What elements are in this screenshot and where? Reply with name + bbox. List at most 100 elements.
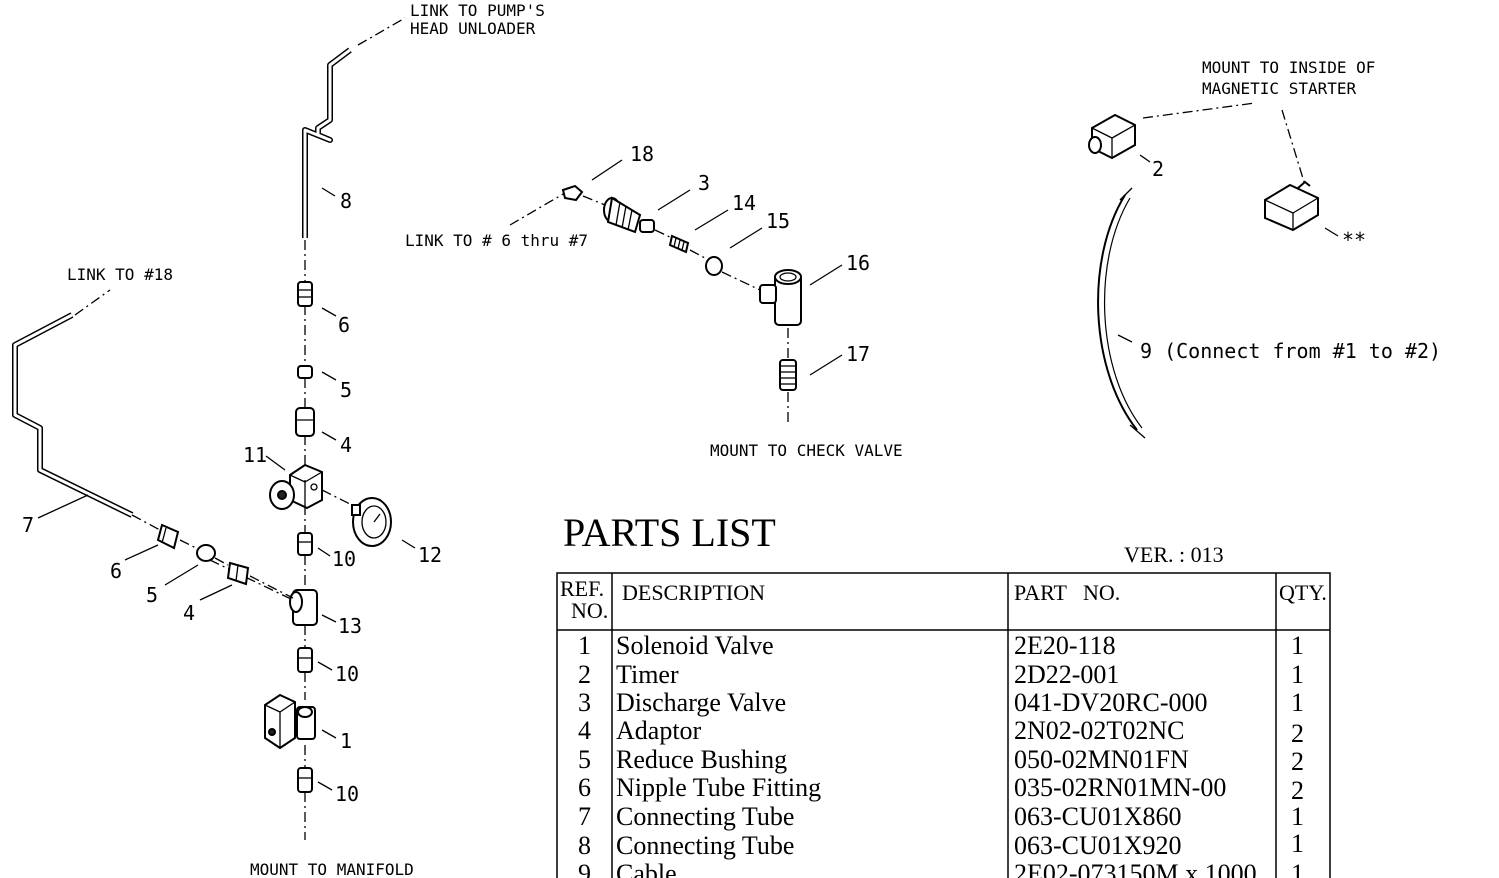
row-qty: 1	[1291, 859, 1304, 878]
fitting-15	[705, 256, 723, 276]
table-row: 8 Connecting Tube 063-CU01X920 1	[578, 829, 1304, 860]
table-row: 3 Discharge Valve 041-DV20RC-000 1	[578, 688, 1304, 717]
tee-13	[209, 559, 318, 626]
callout-4: 4	[340, 433, 352, 457]
callout-6: 6	[110, 559, 122, 583]
row-ref: 1	[578, 631, 591, 660]
right-assembly	[1088, 102, 1339, 439]
note-cable: 9 (Connect from #1 to #2)	[1140, 339, 1441, 363]
middle-assembly	[509, 159, 843, 425]
parts-list-title: PARTS LIST	[563, 510, 776, 555]
row-description: Connecting Tube	[616, 802, 794, 831]
callout-5: 5	[146, 583, 158, 607]
callout-10: 10	[335, 782, 359, 806]
callout-10: 10	[332, 547, 356, 571]
gauge-12	[351, 497, 392, 547]
regulator-11	[269, 463, 323, 510]
fitting-10-c	[297, 767, 313, 793]
note-magnetic-starter-2: MAGNETIC STARTER	[1202, 79, 1356, 98]
discharge-valve-3	[603, 196, 655, 234]
callout-10: 10	[335, 662, 359, 686]
callout-3: 3	[698, 171, 710, 195]
row-ref: 9	[578, 859, 591, 878]
row-description: Adaptor	[616, 716, 702, 745]
header-ref: REF.	[560, 576, 604, 601]
row-description: Solenoid Valve	[616, 631, 774, 660]
row-ref: 5	[578, 745, 591, 774]
callout-4: 4	[183, 601, 195, 625]
row-ref: 8	[578, 831, 591, 860]
row-ref: 2	[578, 660, 591, 689]
callout-7: 7	[22, 513, 34, 537]
callout-6: 6	[338, 313, 350, 337]
annotation-notes: LINK TO PUMP'S HEAD UNLOADER LINK TO #18…	[67, 1, 1441, 878]
note-link-6-7: LINK TO # 6 thru #7	[405, 231, 588, 250]
callout-17: 17	[846, 342, 870, 366]
spring-14	[668, 234, 690, 254]
callout-16: 16	[846, 251, 870, 275]
row-part-no: 2E20-118	[1014, 631, 1116, 660]
note-mount-check-valve: MOUNT TO CHECK VALVE	[710, 441, 903, 460]
solenoid-valve-1	[264, 693, 316, 750]
callout-numbers: 8 6 5 4 11 12 10 13 10 1 10 7 6 5 4 18 3…	[22, 142, 1366, 806]
adaptor-4-side	[226, 561, 250, 586]
row-ref: 6	[578, 773, 591, 802]
row-part-no: 2N02-02T02NC	[1014, 716, 1184, 745]
left-assembly	[12, 17, 416, 840]
timer-starter	[1264, 180, 1319, 232]
nipple-17	[779, 359, 797, 391]
row-qty: 2	[1291, 776, 1304, 805]
row-ref: 3	[578, 688, 591, 717]
row-part-no: 050-02MN01FN	[1014, 745, 1189, 774]
elbow-18	[561, 184, 584, 202]
fitting-10-b	[297, 647, 313, 673]
callout-11: 11	[243, 443, 267, 467]
row-part-no: 041-DV20RC-000	[1014, 688, 1208, 717]
table-row: 6 Nipple Tube Fitting 035-02RN01MN-00 2	[578, 773, 1304, 805]
header-qty: QTY.	[1279, 580, 1327, 605]
row-description: Reduce Bushing	[616, 745, 787, 774]
row-ref: 7	[578, 802, 591, 831]
row-description: Nipple Tube Fitting	[616, 773, 821, 802]
table-row: 5 Reduce Bushing 050-02MN01FN 2	[578, 745, 1304, 776]
row-description: Cable	[616, 859, 677, 878]
note-mount-manifold: MOUNT TO MANIFOLD	[250, 860, 414, 878]
row-part-no: 063-CU01X860	[1014, 802, 1182, 831]
note-pump-unloader-2: HEAD UNLOADER	[410, 19, 536, 38]
row-ref: 4	[578, 716, 591, 745]
header-part-no: PART NO.	[1014, 580, 1120, 605]
row-qty: 1	[1291, 829, 1304, 858]
callout-2: 2	[1152, 157, 1164, 181]
callout-8: 8	[340, 189, 352, 213]
table-row: 2 Timer 2D22-001 1	[578, 660, 1304, 689]
row-part-no: 2D22-001	[1014, 660, 1119, 689]
row-part-no: 063-CU01X920	[1014, 831, 1182, 860]
row-qty: 1	[1291, 802, 1304, 831]
row-qty: 1	[1291, 631, 1304, 660]
row-description: Discharge Valve	[616, 688, 786, 717]
note-link-18: LINK TO #18	[67, 265, 173, 284]
bushing-5-top	[297, 365, 313, 379]
tee-16	[759, 269, 802, 326]
callout-18: 18	[630, 142, 654, 166]
table-row: 7 Connecting Tube 063-CU01X860 1	[578, 802, 1304, 831]
table-row: 9 Cable 2E02-073150M x 1000 1	[578, 859, 1304, 878]
callout-star: **	[1342, 228, 1366, 252]
row-part-no: 2E02-073150M x 1000	[1014, 859, 1257, 878]
timer-2	[1088, 113, 1136, 160]
header-no: NO.	[571, 598, 608, 623]
row-qty: 1	[1291, 660, 1304, 689]
fitting-10-a	[297, 532, 313, 556]
row-qty: 2	[1291, 719, 1304, 748]
table-row: 4 Adaptor 2N02-02T02NC 2	[578, 716, 1304, 748]
callout-12: 12	[418, 543, 442, 567]
callout-14: 14	[732, 191, 756, 215]
row-part-no: 035-02RN01MN-00	[1014, 773, 1226, 802]
note-magnetic-starter-1: MOUNT TO INSIDE OF	[1202, 58, 1375, 77]
version-label: VER. : 013	[1124, 542, 1224, 567]
callout-15: 15	[766, 209, 790, 233]
fitting-6-top	[297, 281, 313, 307]
row-qty: 1	[1291, 688, 1304, 717]
parts-list: PARTS LIST VER. : 013 REF. NO. DESCRIPTI…	[556, 510, 1331, 878]
